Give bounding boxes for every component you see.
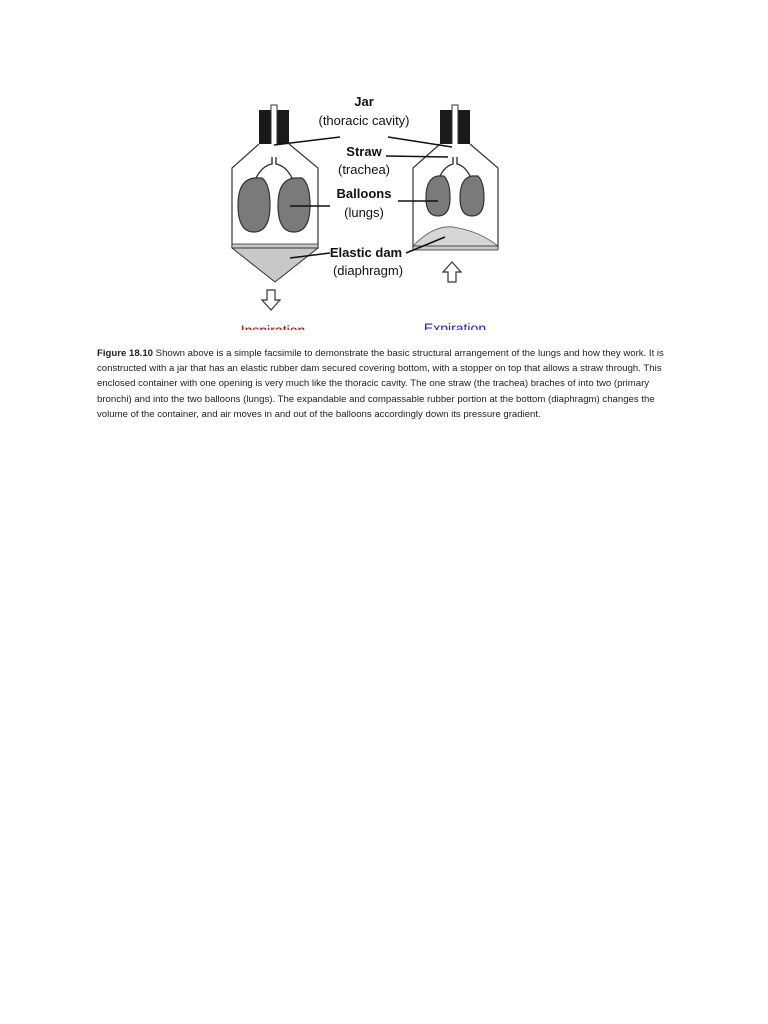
label-jar-sub: (thoracic cavity) — [318, 113, 409, 128]
jar-expiration — [412, 104, 500, 283]
balloon-right-a — [425, 175, 451, 217]
label-expiration: Expiration — [424, 320, 486, 330]
label-jar: Jar — [354, 94, 374, 109]
caption-label: Figure 18.10 — [97, 348, 153, 359]
dam-left — [230, 247, 320, 283]
label-inspiration: Inspiration — [241, 322, 306, 330]
label-straw: Straw — [346, 144, 382, 159]
bronchi-left — [255, 157, 293, 179]
label-straw-sub: (trachea) — [338, 162, 390, 177]
figure-caption: Figure 18.10 Shown above is a simple fac… — [97, 346, 667, 422]
leader-lines — [273, 136, 453, 259]
balloon-left-a — [237, 177, 271, 233]
up-arrow-icon — [441, 261, 463, 283]
down-arrow-icon — [260, 289, 282, 311]
jar-inspiration — [230, 104, 320, 311]
dam-rim-left — [231, 243, 319, 249]
label-dam-sub: (diaphragm) — [333, 263, 403, 278]
balloon-left-b — [277, 177, 311, 233]
bronchi-right — [439, 157, 471, 177]
dam-rim-right — [412, 245, 499, 251]
lung-model-diagram: Jar (thoracic cavity) Straw (trachea) Ba… — [230, 94, 500, 330]
caption-text: Shown above is a simple facsimile to dem… — [97, 348, 664, 420]
label-balloons-sub: (lungs) — [344, 205, 384, 220]
balloon-right-b — [459, 175, 485, 217]
label-balloons: Balloons — [337, 186, 392, 201]
label-dam: Elastic dam — [330, 245, 402, 260]
